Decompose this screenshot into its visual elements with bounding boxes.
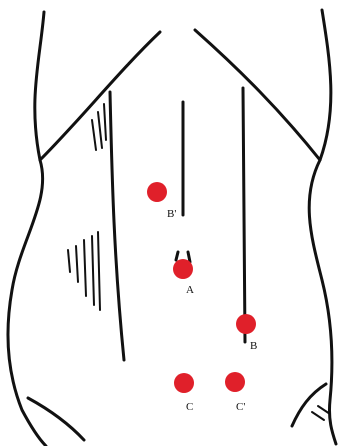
- label-b: B: [250, 340, 257, 352]
- point-a: [173, 259, 193, 279]
- label-c-prime: C': [236, 401, 245, 413]
- rib-margin-right: [195, 30, 320, 160]
- hatch-marks-upper: [92, 104, 106, 150]
- hatch-marks-lower: [68, 232, 100, 310]
- semilunar-line-right: [243, 88, 245, 342]
- label-c: C: [186, 401, 193, 413]
- semilunar-line-left: [110, 92, 124, 360]
- point-b-prime: [147, 182, 167, 202]
- point-b: [236, 314, 256, 334]
- label-b-prime: B': [167, 208, 176, 220]
- inguinal-right: [292, 384, 326, 426]
- label-a: A: [186, 284, 194, 296]
- point-c: [174, 373, 194, 393]
- point-c-prime: [225, 372, 245, 392]
- torso-outline-left: [8, 12, 46, 446]
- groin-crease-right: [312, 406, 330, 420]
- torso-outline-right: [309, 10, 336, 444]
- rib-margin-left: [40, 32, 160, 160]
